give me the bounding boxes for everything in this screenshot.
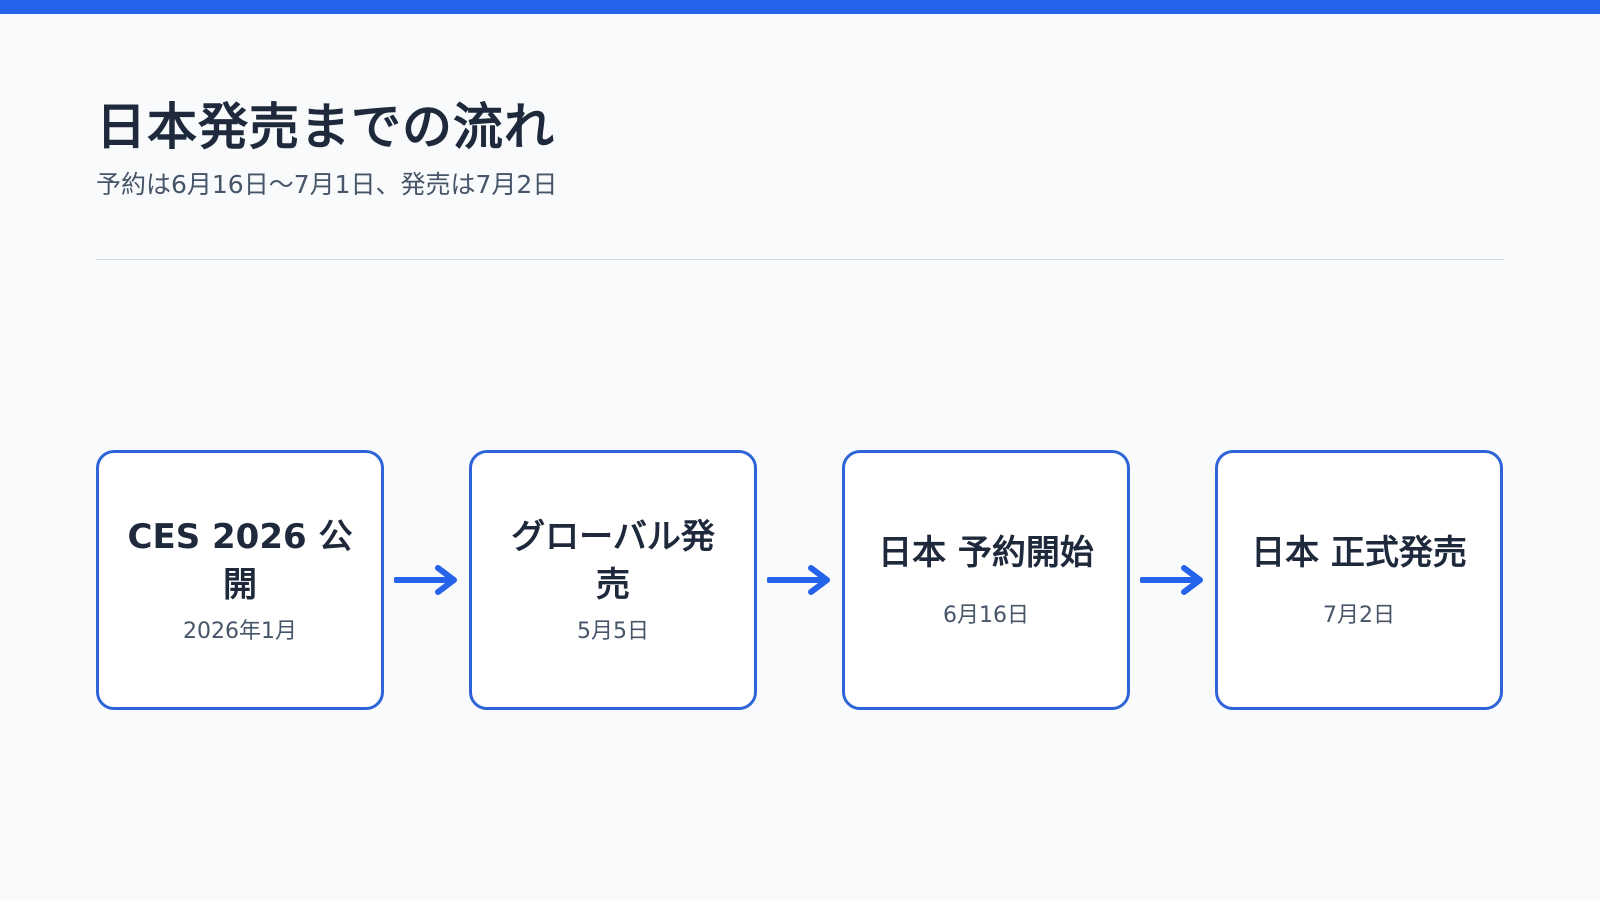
slide-header: 日本発売までの流れ 予約は6月16日〜7月1日、発売は7月2日 <box>96 92 1504 202</box>
header-divider <box>96 259 1504 260</box>
step-label: グローバル発売 <box>511 517 715 605</box>
arrow-right-icon <box>384 560 469 600</box>
step-date: 7月2日 <box>1323 603 1395 628</box>
arrow-right-icon <box>757 560 842 600</box>
step-japan-official-release: 日本 正式発売 7月2日 <box>1215 450 1503 710</box>
step-date: 2026年1月 <box>183 619 297 644</box>
step-global-release: グローバル発売 5月5日 <box>469 450 757 710</box>
step-label: 日本 正式発売 <box>1251 533 1467 573</box>
step-date: 6月16日 <box>943 603 1029 628</box>
arrow-right-icon <box>1130 560 1215 600</box>
step-label: CES 2026 公開 <box>127 517 353 605</box>
step-label: 日本 予約開始 <box>878 533 1094 573</box>
page-title: 日本発売までの流れ <box>96 98 555 156</box>
page-subtitle: 予約は6月16日〜7月1日、発売は7月2日 <box>96 170 558 199</box>
step-date: 5月5日 <box>577 619 649 644</box>
step-japan-preorder-start: 日本 予約開始 6月16日 <box>842 450 1130 710</box>
timeline-flow: CES 2026 公開 2026年1月 グローバル発売 5月5日 日本 予約開始… <box>96 450 1504 710</box>
step-ces-reveal: CES 2026 公開 2026年1月 <box>96 450 384 710</box>
top-accent-bar <box>0 0 1600 14</box>
